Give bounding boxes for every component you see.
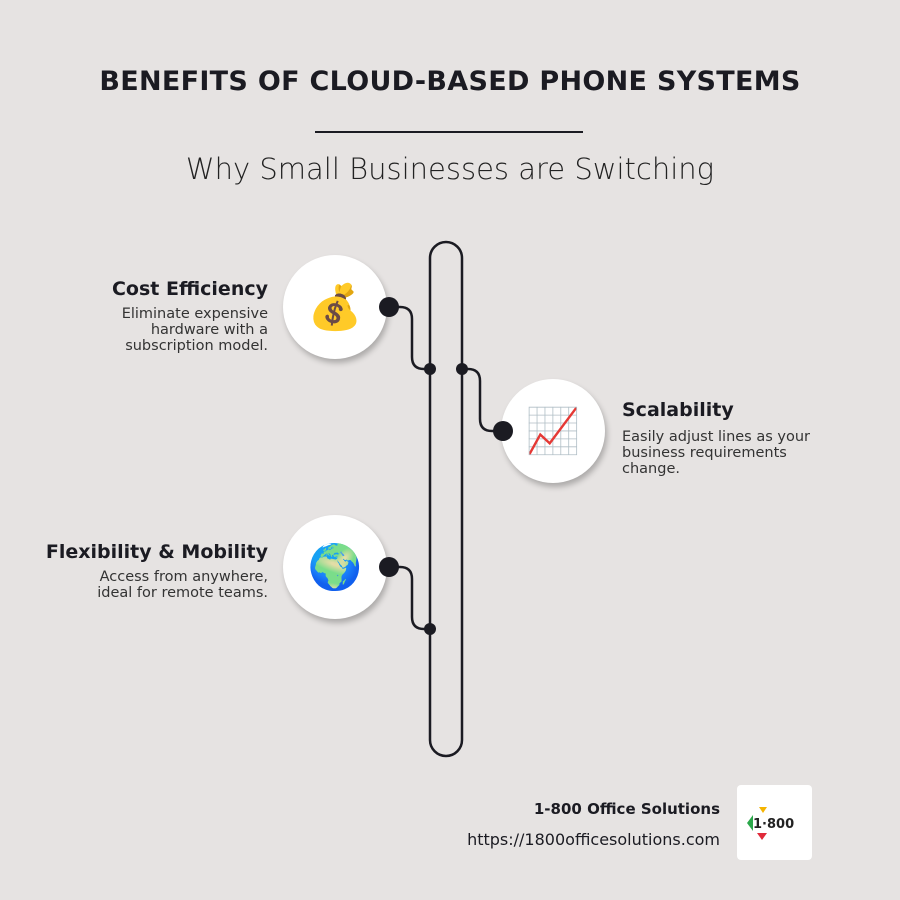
connector-scalability [462, 367, 503, 433]
connector-flexibility [389, 565, 430, 631]
node-dot [424, 623, 436, 635]
node-dot [424, 363, 436, 375]
logo-text: 1·800 [753, 817, 794, 832]
benefit-heading: Flexibility & Mobility [45, 541, 268, 563]
node-dot [456, 363, 468, 375]
central-loop [428, 240, 464, 758]
chart-increasing-icon: 📈 [501, 379, 605, 483]
money-bag-icon: 💰 [283, 255, 387, 359]
benefit-description: Eliminate expensive hardware with a subs… [121, 306, 268, 354]
brand-name: 1-800 Office Solutions [533, 800, 720, 818]
logo-mark-icon: 1·800 [746, 806, 794, 840]
benefit-flexibility: Flexibility & Mobility Access from anywh… [8, 541, 268, 601]
connector-cost [389, 305, 430, 371]
globe-icon: 🌍 [283, 515, 387, 619]
benefit-heading: Cost Efficiency [111, 278, 268, 300]
benefit-heading: Scalability [622, 399, 734, 421]
benefit-description: Easily adjust lines as your business req… [622, 429, 810, 477]
title-divider [315, 131, 583, 133]
benefit-scalability: Scalability Easily adjust lines as your … [622, 399, 837, 477]
page-subtitle: Why Small Businesses are Switching [185, 152, 715, 186]
website-link[interactable]: https://1800officesolutions.com [467, 830, 720, 849]
company-logo: 1·800 [737, 785, 812, 860]
benefit-description: Access from anywhere, ideal for remote t… [97, 569, 268, 601]
benefit-cost-efficiency: Cost Efficiency Eliminate expensive hard… [28, 278, 268, 354]
page-title: BENEFITS OF CLOUD-BASED PHONE SYSTEMS [99, 66, 801, 97]
